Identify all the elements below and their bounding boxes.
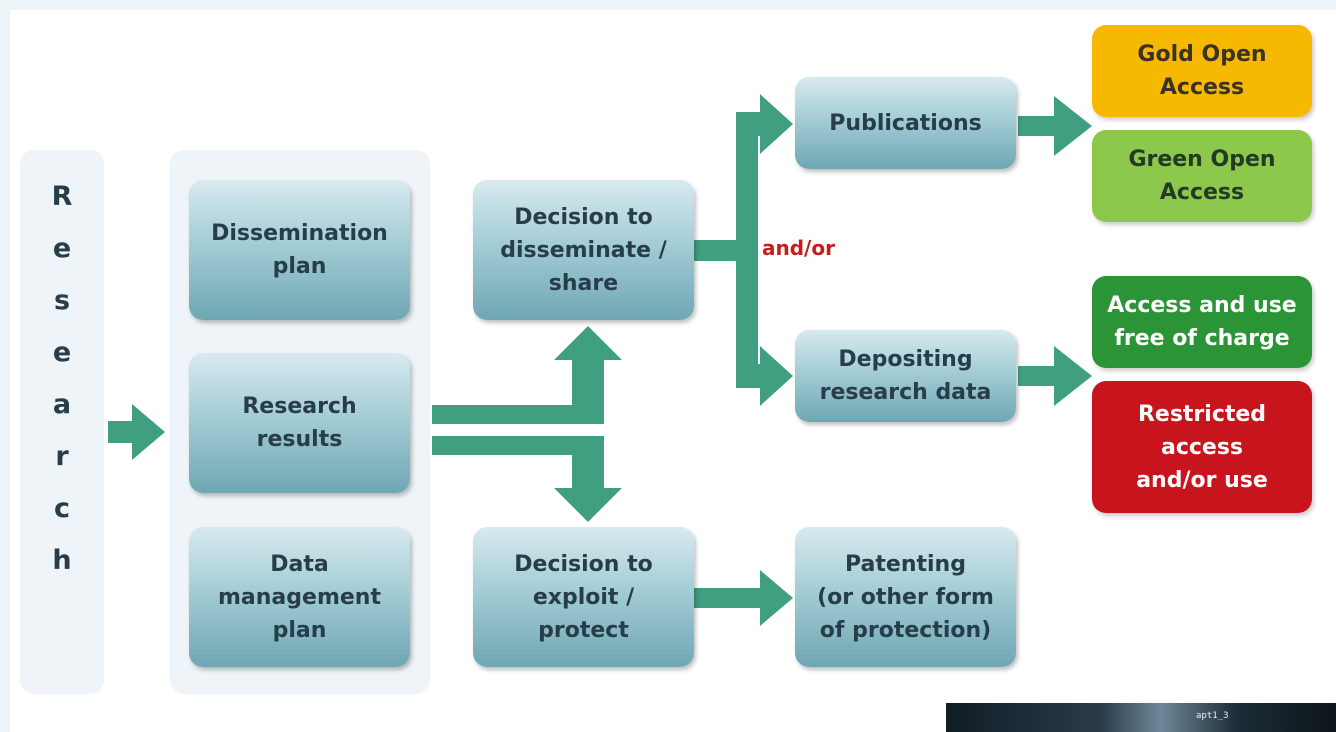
and-or-label: and/or	[762, 236, 835, 260]
research-letter: c	[53, 493, 70, 524]
arrow-depositing-to-access	[1018, 346, 1092, 406]
research-letter: a	[52, 389, 72, 420]
access-free-of-charge-box: Access and use free of charge	[1092, 276, 1312, 368]
arrow-publications-to-open-access	[1018, 96, 1092, 156]
decision-exploit-box: Decision to exploit / protect	[473, 527, 694, 667]
restricted-access-box: Restricted access and/or use	[1092, 381, 1312, 513]
green-open-access-box: Green Open Access	[1092, 130, 1312, 222]
data-management-plan-box: Data management plan	[189, 527, 410, 667]
research-results-box: Research results	[189, 353, 410, 493]
arrow-fork-trunk	[736, 118, 758, 382]
arrow-exploit-to-patenting	[694, 570, 793, 626]
arrow-research-to-results	[108, 404, 165, 460]
research-letter: e	[52, 233, 72, 264]
arrow-disseminate-to-fork	[694, 240, 748, 261]
dissemination-plan-box: Dissemination plan	[189, 180, 410, 320]
research-letter: r	[55, 441, 69, 472]
arrow-fork-to-publications	[736, 94, 793, 154]
research-letter: R	[51, 181, 73, 212]
research-letter: h	[52, 545, 72, 576]
arrow-results-to-exploit	[432, 436, 622, 522]
research-letter: s	[53, 285, 71, 316]
research-letter: e	[52, 337, 72, 368]
depositing-research-data-box: Depositing research data	[795, 330, 1016, 422]
thumbnail-image: apt1_3	[946, 703, 1336, 732]
patenting-box: Patenting (or other form of protection)	[795, 527, 1016, 667]
arrow-fork-to-depositing	[736, 346, 793, 406]
publications-box: Publications	[795, 77, 1016, 169]
decision-disseminate-box: Decision to disseminate / share	[473, 180, 694, 320]
arrow-results-to-disseminate	[432, 326, 622, 424]
thumbnail-text: apt1_3	[1196, 711, 1229, 721]
research-panel	[20, 150, 104, 694]
gold-open-access-box: Gold Open Access	[1092, 25, 1312, 117]
